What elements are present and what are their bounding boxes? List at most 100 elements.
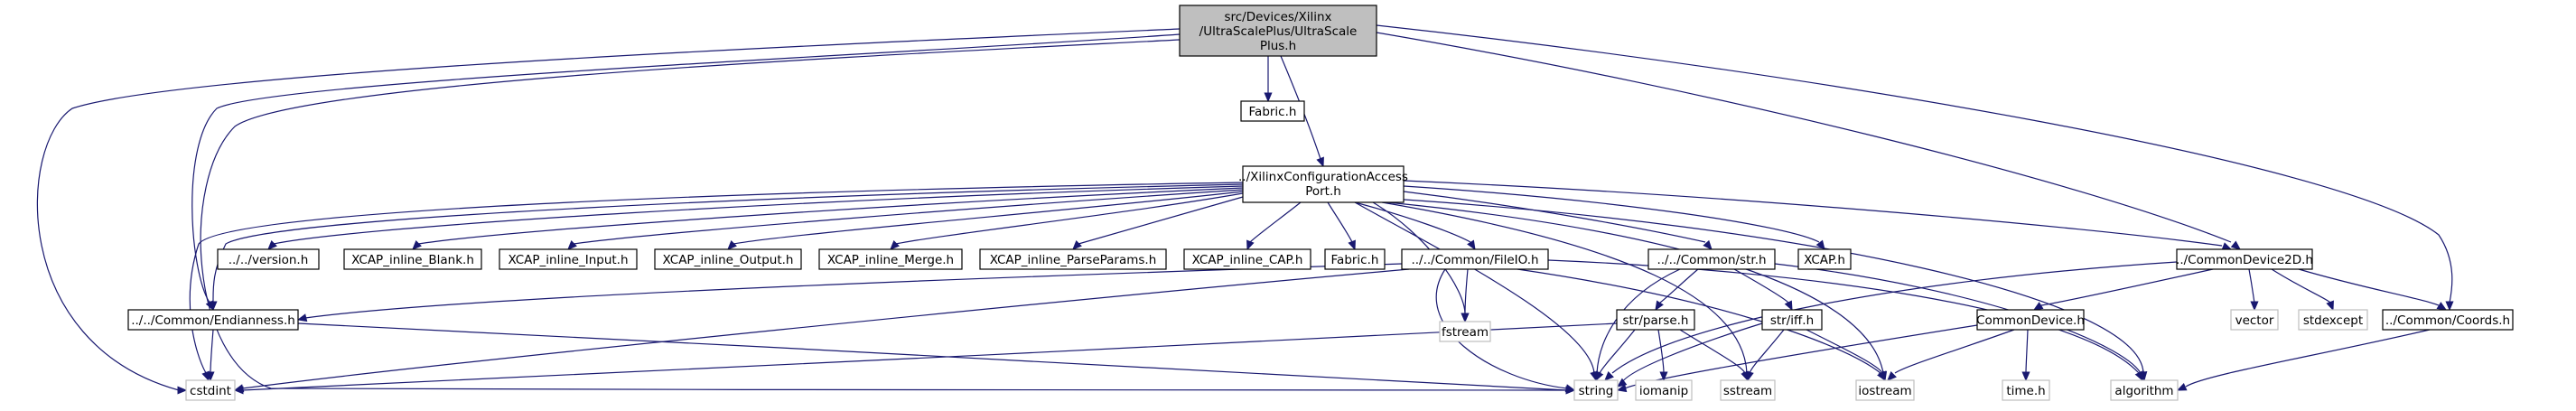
node-root-ultrascaleplus-h[interactable]: src/Devices/Xilinx /UltraScalePlus/Ultra…	[1179, 5, 1377, 57]
arrowhead	[177, 386, 188, 395]
edge-xcap-fileio	[1354, 201, 1476, 251]
arrowhead	[2176, 382, 2188, 391]
edge-xcap-strh	[1403, 191, 1713, 250]
node-common-endianness-h[interactable]: ../../Common/Endianness.h	[127, 309, 299, 331]
node-cstdint[interactable]: cstdint	[185, 379, 236, 401]
edge-d2d-stdexcept	[2271, 268, 2334, 312]
arrowhead	[412, 240, 422, 250]
edges	[36, 24, 2454, 395]
arrowhead	[1461, 313, 1470, 323]
arrowhead	[1467, 239, 1476, 251]
svg-text:XCAP_inline_Blank.h: XCAP_inline_Blank.h	[351, 253, 474, 267]
node-xcap-inline-parseparams-h[interactable]: XCAP_inline_ParseParams.h	[979, 248, 1167, 270]
node-string[interactable]: string	[1573, 379, 1619, 401]
edge-parse-sstream	[1679, 329, 1749, 382]
node-sstream[interactable]: sstream	[1720, 379, 1776, 401]
arrowhead	[296, 313, 308, 322]
node-vector[interactable]: vector	[2230, 309, 2279, 331]
nodes: src/Devices/Xilinx /UltraScalePlus/Ultra…	[127, 5, 2514, 401]
edge-xcap-endian	[209, 183, 1244, 312]
node-str-parse-h[interactable]: str/parse.h	[1616, 309, 1695, 331]
edge-strh-algorithm	[1774, 263, 2145, 382]
node-xcap-inline-output-h[interactable]: XCAP_inline_Output.h	[654, 248, 802, 270]
edge-xcap-version	[267, 185, 1244, 250]
edge-parse-string	[1595, 329, 1636, 382]
arrowhead	[1655, 300, 1664, 312]
svg-text:cstdint: cstdint	[190, 384, 231, 398]
node-iostream[interactable]: iostream	[1855, 379, 1915, 401]
node-xcap-h[interactable]: XCAP.h	[1797, 248, 1852, 270]
arrowhead	[1072, 240, 1082, 250]
edge-d2d-vector	[2248, 268, 2259, 312]
svg-text:iostream: iostream	[1858, 384, 1911, 398]
svg-text:../../Common/FileIO.h: ../../Common/FileIO.h	[1411, 253, 1538, 267]
arrowhead	[2221, 242, 2233, 250]
edge-xcap-cstdint	[189, 182, 1244, 382]
arrowhead	[2436, 302, 2448, 311]
arrowhead	[727, 240, 737, 250]
node-fabric-h[interactable]: Fabric.h	[1240, 100, 1305, 122]
node-xilinx-configuration-access-port-h[interactable]: ../XilinxConfigurationAccess Port.h	[1238, 165, 1408, 203]
edge-endian-cstdint	[206, 329, 215, 382]
node-xcap-inline-cap-h[interactable]: XCAP_inline_CAP.h	[1183, 248, 1311, 270]
node-xcap-inline-blank-h[interactable]: XCAP_inline_Blank.h	[343, 248, 482, 270]
node-common-device-2d-h[interactable]: ../CommonDevice2D.h	[2176, 248, 2313, 270]
edge-iff-iostream	[1806, 329, 1886, 382]
svg-text:CommonDevice.h: CommonDevice.h	[1976, 313, 2085, 328]
arrowhead	[567, 240, 577, 250]
edge-endian-string	[297, 322, 1576, 395]
svg-text:XCAP_inline_Input.h: XCAP_inline_Input.h	[508, 253, 628, 267]
edge-xcap-cap	[1246, 201, 1302, 251]
arrowhead	[2021, 371, 2030, 382]
node-iomanip[interactable]: iomanip	[1635, 379, 1693, 401]
edge-d2d-string	[1604, 261, 2178, 381]
edge-fileio-endian	[296, 263, 1403, 322]
node-common-coords-h[interactable]: ../Common/Coords.h	[2382, 309, 2514, 331]
node-xcap-inline-input-h[interactable]: XCAP_inline_Input.h	[499, 248, 638, 270]
edge-fileio-cstdint	[233, 268, 1410, 393]
arrowhead	[1595, 370, 1604, 382]
node-str-iff-h[interactable]: str/iff.h	[1761, 309, 1823, 331]
arrowhead	[1745, 370, 1754, 382]
svg-text:XCAP_inline_Output.h: XCAP_inline_Output.h	[663, 253, 794, 267]
arrowhead	[1784, 300, 1793, 312]
node-common-device-h[interactable]: CommonDevice.h	[1976, 309, 2085, 331]
edge-root-fabric	[1264, 56, 1273, 103]
arrowhead	[1703, 239, 1713, 250]
node-fabric-h-2[interactable]: Fabric.h	[1324, 248, 1386, 270]
edge-cd-iostream	[1887, 329, 2015, 381]
arrowhead	[2032, 302, 2044, 311]
edge-xcap-dev2d	[1403, 180, 2233, 250]
node-stdexcept[interactable]: stdexcept	[2298, 309, 2368, 331]
node-time-h[interactable]: time.h	[2002, 379, 2050, 401]
arrowhead	[1604, 371, 1614, 381]
edge-coords-algorithm	[2176, 329, 2431, 391]
arrowhead	[1264, 92, 1273, 103]
node-version-h[interactable]: ../../version.h	[217, 248, 320, 270]
arrowhead	[209, 301, 218, 312]
svg-text:stdexcept: stdexcept	[2303, 313, 2363, 328]
svg-text:string: string	[1579, 384, 1614, 398]
svg-text:Plus.h: Plus.h	[1260, 39, 1296, 53]
node-common-fileio-h[interactable]: ../../Common/FileIO.h	[1401, 248, 1549, 270]
edge-xcap-xcaph	[1403, 185, 1825, 251]
node-xcap-inline-merge-h[interactable]: XCAP_inline_Merge.h	[818, 248, 963, 270]
edge-xcap-string	[1354, 201, 1599, 382]
arrowhead	[267, 240, 277, 250]
svg-text:time.h: time.h	[2006, 384, 2045, 398]
arrowhead	[2136, 370, 2145, 382]
node-common-str-h[interactable]: ../../Common/str.h	[1647, 248, 1776, 270]
edge-root-dev2d	[1376, 32, 2242, 250]
node-fstream[interactable]: fstream	[1439, 321, 1491, 342]
svg-text:Port.h: Port.h	[1305, 184, 1341, 199]
edge-root-cstdint	[36, 28, 1181, 395]
edge-xcap-iostream	[1386, 201, 1888, 382]
arrowhead	[2326, 300, 2334, 312]
node-algorithm[interactable]: algorithm	[2110, 379, 2179, 401]
arrowhead	[1815, 239, 1825, 251]
edge-parse-cstdint	[233, 322, 1618, 395]
edge-fileio-fstream	[1461, 268, 1470, 323]
arrowhead	[2250, 301, 2259, 312]
arrowhead	[1878, 370, 1886, 382]
svg-text:algorithm: algorithm	[2114, 384, 2173, 398]
